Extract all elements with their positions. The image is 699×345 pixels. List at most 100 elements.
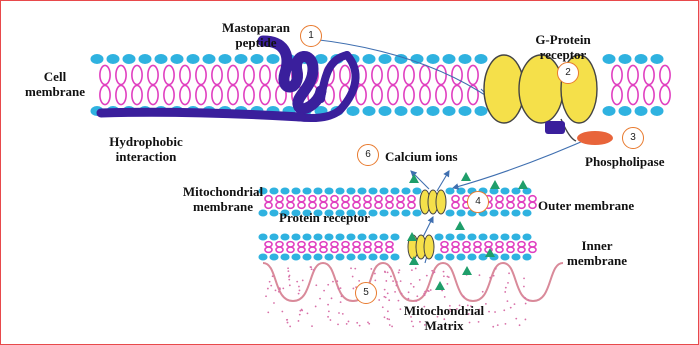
lipid-tail: [518, 247, 525, 252]
lipid-head: [401, 188, 410, 195]
lipid-head: [478, 234, 487, 241]
matrix-dot: [495, 268, 497, 270]
lipid-tail: [287, 202, 294, 208]
lipid-tail: [507, 247, 514, 252]
lipid-head: [107, 54, 120, 64]
lipid-head: [427, 54, 440, 64]
matrix-dot: [346, 323, 348, 325]
lipid-tail: [468, 65, 478, 84]
marker-3: 3: [622, 127, 644, 149]
lipid-tail: [196, 85, 206, 104]
lipid-tail: [420, 85, 430, 104]
lipid-tail: [180, 65, 190, 84]
lipid-head: [379, 54, 392, 64]
lipid-tail: [463, 242, 470, 247]
lipid-head: [500, 234, 509, 241]
matrix-dot: [398, 300, 400, 302]
label-calcium-ions: Calcium ions: [385, 149, 458, 164]
lipid-tail: [474, 242, 481, 247]
matrix-dot: [315, 284, 317, 286]
lipid-tail: [265, 247, 272, 252]
matrix-dot: [489, 277, 491, 279]
lipid-head: [379, 188, 388, 195]
matrix-dot: [301, 309, 303, 311]
lipid-head: [379, 254, 388, 261]
lipid-tail: [309, 196, 316, 202]
matrix-dot: [443, 271, 445, 273]
lipid-tail: [436, 65, 446, 84]
lipid-head: [635, 106, 648, 116]
matrix-dot: [411, 269, 413, 271]
lipid-tail: [372, 85, 382, 104]
lipid-head: [269, 234, 278, 241]
lipid-tail: [132, 85, 142, 104]
matrix-dot: [384, 271, 386, 273]
matrix-dot: [524, 297, 526, 299]
lipid-head: [363, 54, 376, 64]
matrix-dot: [279, 287, 281, 289]
lipid-tail: [452, 247, 459, 252]
matrix-dot: [298, 293, 300, 295]
calcium-ion: [455, 221, 465, 230]
lipid-tail: [196, 65, 206, 84]
matrix-dot: [505, 287, 507, 289]
lipid-tail: [287, 247, 294, 252]
lipid-head: [267, 54, 280, 64]
matrix-dot: [286, 319, 288, 321]
matrix-dot: [348, 321, 350, 323]
lipid-head: [411, 106, 424, 116]
matrix-dot: [327, 304, 329, 306]
lipid-tail: [386, 196, 393, 202]
matrix-dot: [288, 279, 290, 281]
lipid-tail: [463, 247, 470, 252]
lipid-head: [357, 254, 366, 261]
channel-subunit: [424, 235, 434, 259]
matrix-dot: [275, 289, 277, 291]
matrix-dot: [515, 318, 517, 320]
matrix-dot: [289, 284, 291, 286]
matrix-dot: [337, 288, 339, 290]
lipid-tail: [164, 85, 174, 104]
lipid-head: [187, 54, 200, 64]
label-mastoparan-peptide: Mastoparan peptide: [201, 20, 311, 50]
lipid-tail: [148, 85, 158, 104]
marker-1: 1: [300, 25, 322, 47]
lipid-head: [475, 106, 488, 116]
lipid-head: [291, 254, 300, 261]
matrix-dot: [359, 325, 361, 327]
lipid-head: [434, 254, 443, 261]
lipid-tail: [644, 65, 654, 84]
lipid-tail: [212, 85, 222, 104]
lipid-tail: [441, 242, 448, 247]
matrix-dot: [519, 324, 521, 326]
lipid-tail: [228, 85, 238, 104]
matrix-dot: [287, 322, 289, 324]
lipid-head: [412, 210, 421, 217]
matrix-dot: [419, 279, 421, 281]
lipid-head: [475, 54, 488, 64]
lipid-tail: [408, 202, 415, 208]
matrix-dot: [313, 269, 315, 271]
lipid-head: [219, 54, 232, 64]
lipid-head: [258, 254, 267, 261]
lipid-head: [500, 188, 509, 195]
lipid-tail: [518, 202, 525, 208]
matrix-dot: [390, 275, 392, 277]
lipid-tail: [496, 202, 503, 208]
matrix-dot: [510, 307, 512, 309]
matrix-dot: [410, 283, 412, 285]
matrix-dot: [423, 293, 425, 295]
lipid-tail: [507, 196, 514, 202]
lipid-head: [324, 234, 333, 241]
lipid-head: [445, 234, 454, 241]
lipid-head: [603, 106, 616, 116]
lipid-head: [651, 54, 664, 64]
lipid-head: [390, 254, 399, 261]
lipid-head: [346, 188, 355, 195]
matrix-dot: [327, 284, 329, 286]
label-protein-receptor: Protein receptor: [279, 210, 370, 225]
matrix-dot: [287, 270, 289, 272]
lipid-tail: [320, 242, 327, 247]
matrix-dot: [443, 275, 445, 277]
